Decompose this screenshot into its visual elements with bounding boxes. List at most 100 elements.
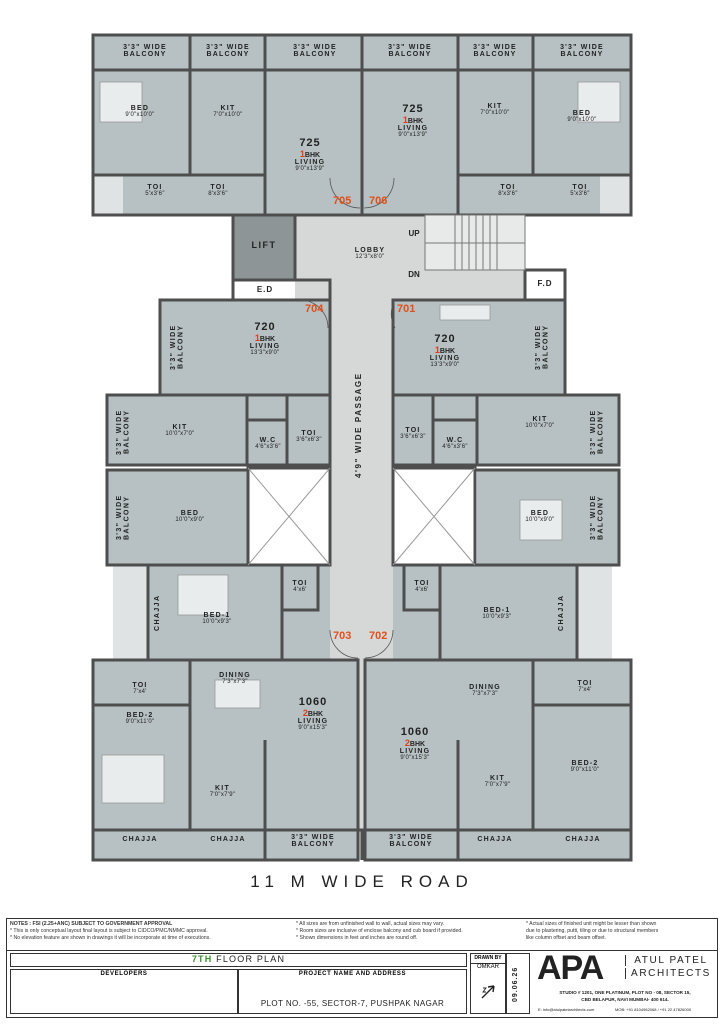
floor-title-text: FLOOR PLAN [212,954,286,964]
room-dim: 4'6"x3'6" [442,444,468,451]
note-line: due to plastering, putti, tiling or due … [526,928,659,935]
bhk-suffix: BHK [439,347,456,355]
room-bed-top-left: BED 9'0"x10'0" [100,105,180,119]
room-name: BED [572,110,592,117]
toi-top-right-b: TOI 8'x3'6" [483,184,533,198]
living-lower-right: 1060 2BHK LIVING 9'0"x15'3" [375,726,455,762]
balcony-word: BALCONY [293,51,337,59]
bhk-count: 2 [404,737,410,748]
notes-col-1: NOTES : FSI (2.25+ANC) SUBJECT TO GOVERN… [10,921,290,942]
project-box [238,969,467,1014]
flat-type: 1BHK [225,333,305,343]
room-name: BED-1 [203,612,231,619]
room-name: LIVING [294,158,326,166]
unit-number-704: 704 [305,303,324,315]
room-dim: 9'0"x15'3" [400,755,430,762]
room-name: BED-2 [571,760,599,767]
room-dim: 9'0"x15'3" [298,725,328,732]
title-block-frame [6,950,718,1018]
flat-area: 1060 [298,696,328,708]
chajja-label-bottom-3: CHAJJA [460,836,530,843]
room-dim: 10'0"x7'0" [525,423,555,430]
room-kit-lower-left: KIT 7'0"x7'9" [195,785,250,799]
balcony-width: 3'3" WIDE [116,409,123,455]
unit-number-706: 706 [369,195,388,207]
balcony-label-bottom-2: 3'3" WIDE BALCONY [368,834,454,849]
project-address: PLOT NO. -55, SECTOR-7, PUSHPAK NAGAR [260,999,445,1008]
date-box [506,953,530,1014]
room-wc-mid-right: W.C 4'6"x3'6" [435,437,475,451]
room-dim: 9'0"x10'0" [125,112,155,119]
drawn-by-name: OMKAR [470,963,506,970]
flat-type: 1BHK [405,345,485,355]
room-name: BED-2 [126,712,154,719]
living-mid-left: 720 1BHK LIVING 13'3"x9'0" [225,321,305,357]
firm-phone: MOB: +91 8104962068 / +91 22 47826000 [615,1007,692,1012]
lobby-label: LOBBY 12'3"x8'0" [330,247,410,261]
unit-number-703: 703 [333,630,352,642]
room-name: KIT [215,785,230,792]
room-dim: 10'0"x9'3" [482,614,512,621]
room-name: W.C [259,437,277,444]
stair-dn-label: DN [408,270,420,279]
balcony-label-top-3: 3'3" WIDE BALCONY [277,44,353,59]
room-dim: 7'0"x7'9" [484,782,511,789]
room-dim: 13'3"x9'0" [250,350,280,357]
balcony-label-bottom-1: 3'3" WIDE BALCONY [270,834,356,849]
room-bed-top-right: BED 9'0"x10'0" [545,110,619,124]
lobby-name: LOBBY [354,247,386,254]
room-name: KIT [490,775,505,782]
balcony-word: BALCONY [560,51,604,59]
living-top-right: 725 1BHK LIVING 9'0"x13'9" [373,103,453,139]
room-dim: 7'0"x10'0" [480,110,510,117]
balcony-word: BALCONY [123,51,167,59]
chajja-word: CHAJJA [565,836,601,843]
toi-top-right-a: TOI 5'x3'6" [555,184,605,198]
room-toi-mid-left: TOI 3'6"x6'3" [289,430,329,444]
bhk-suffix: BHK [407,117,424,125]
room-dim: 5'x3'6" [570,191,590,198]
firm-email: E: info@atulpatelarchitects.com [538,1007,595,1012]
firm-address-1: STUDIO # 1201, ONE PLATINUM, PLOT NO - 0… [559,990,691,995]
firm-address-2: CBD BELAPUR, NAVI MUMBAI- 400 614. [581,997,669,1002]
room-name: TOI [414,580,430,587]
room-dim: 9'0"x11'0" [570,767,600,774]
room-toi-small-lower-right: TOI 4'x6' [404,580,440,594]
room-dim: 7'3"x7'3" [472,691,498,698]
chajja-word: CHAJJA [122,836,158,843]
room-name: TOI [577,680,593,687]
balcony-label-top-4: 3'3" WIDE BALCONY [372,44,448,59]
room-name: LIVING [429,354,461,362]
firm-name-line-2: ARCHITECTS [625,968,716,979]
developers-label: DEVELOPERS [100,971,148,977]
toi-top-left-a: TOI 5'x3'6" [130,184,180,198]
bhk-suffix: BHK [307,710,324,718]
room-dim: 10'0"x9'0" [525,517,555,524]
note-line: * No elevation feature are shown in draw… [10,935,211,942]
note-line: * Shown dimensions in feet and inches ar… [296,935,418,942]
firm-name-line-1: ATUL PATEL [625,955,716,966]
lift-label: LIFT [251,240,277,250]
flat-area: 725 [299,137,321,149]
balcony-word: BALCONY [597,495,605,540]
bhk-suffix: BHK [304,151,321,159]
road-label: 11 M WIDE ROAD [250,872,474,891]
balcony-word: BALCONY [388,51,432,59]
room-name: TOI [292,580,308,587]
room-dim: 5'x3'6" [145,191,165,198]
room-dim: 10'0"x7'0" [165,431,195,438]
balcony-word: BALCONY [291,841,335,849]
balcony-width: 3'3" WIDE [116,494,123,541]
balcony-label-mid-right-1: 3'3" WIDE BALCONY [535,312,550,382]
room-dim: 9'0"x13'9" [398,132,428,139]
bhk-suffix: BHK [259,335,276,343]
note-line: * Room sizes are inclusive of enclose ba… [296,928,463,935]
chajja-word: CHAJJA [210,836,246,843]
balcony-width: 3'3" WIDE [535,324,542,370]
room-dim: 7'0"x10'0" [213,112,243,119]
notes-col-3: * Actual sizes of finished unit might be… [526,921,716,942]
bhk-count: 1 [402,114,408,125]
passage-label: 4'9" WIDE PASSAGE [354,372,363,478]
